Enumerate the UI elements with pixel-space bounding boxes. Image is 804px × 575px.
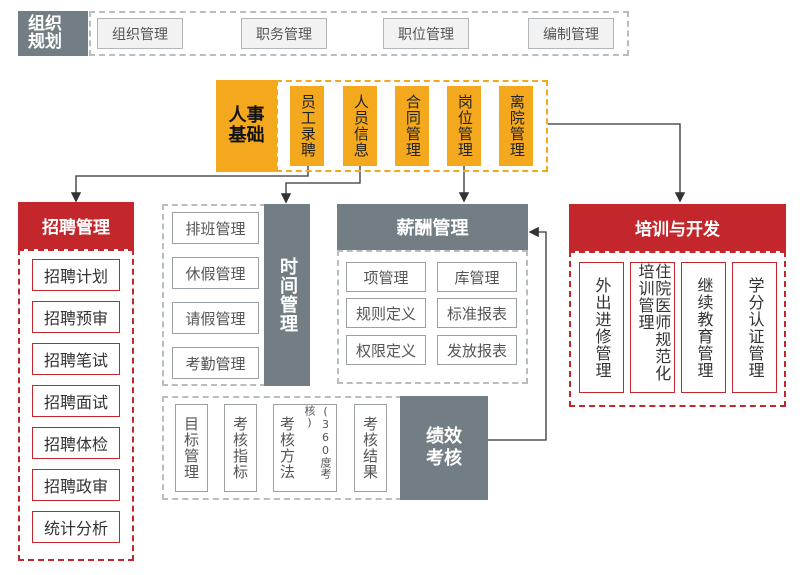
training-item-external-study[interactable]: 外出进修管理: [579, 262, 624, 393]
recruitment-item-statistics[interactable]: 统计分析: [32, 511, 120, 543]
recruitment-frame: [18, 249, 134, 561]
org-planning-frame: [89, 11, 629, 56]
training-item-credit-certification[interactable]: 学分认证管理: [732, 262, 777, 393]
performance-item-goal-management[interactable]: 目标管理: [175, 404, 208, 492]
hr-basics-label-text: 人事基础: [228, 105, 265, 146]
salary-item-payment-report[interactable]: 发放报表: [437, 335, 517, 365]
hr-item-departure-management[interactable]: 离院管理: [499, 86, 533, 166]
recruitment-title: 招聘管理: [18, 202, 134, 249]
performance-label-text: 绩效考核: [426, 426, 462, 469]
salary-item-rule-definition[interactable]: 规则定义: [346, 298, 426, 328]
hr-item-personnel-info[interactable]: 人员信息: [343, 86, 377, 166]
hr-item-contract-management[interactable]: 合同管理: [395, 86, 429, 166]
org-planning-label: 组织规划: [18, 11, 88, 56]
time-item-vacation[interactable]: 休假管理: [172, 257, 259, 289]
salary-frame: [337, 250, 528, 384]
training-title: 培训与开发: [569, 204, 786, 251]
org-item-duty-management[interactable]: 职务管理: [241, 18, 327, 49]
training-item-resident-training[interactable]: 住院医师规范化培训管理: [630, 262, 675, 393]
time-item-leave[interactable]: 请假管理: [172, 302, 259, 334]
recruitment-item-written-test[interactable]: 招聘笔试: [32, 343, 120, 375]
org-item-staffing-management[interactable]: 编制管理: [528, 18, 614, 49]
training-item-continuing-education[interactable]: 继续教育管理: [681, 262, 726, 393]
hr-basics-label: 人事基础: [216, 80, 277, 172]
org-item-position-management[interactable]: 职位管理: [383, 18, 469, 49]
performance-method-text: 考核方法: [278, 416, 296, 480]
time-item-attendance[interactable]: 考勤管理: [172, 347, 259, 379]
org-planning-label-text: 组织规划: [28, 13, 62, 52]
recruitment-item-political-review[interactable]: 招聘政审: [32, 469, 120, 501]
org-item-org-management[interactable]: 组织管理: [97, 18, 183, 49]
performance-label: 绩效考核: [400, 396, 488, 500]
hr-item-post-management[interactable]: 岗位管理: [447, 86, 481, 166]
arrow-performance-to-salary: [488, 226, 547, 441]
recruitment-item-medical-exam[interactable]: 招聘体检: [32, 427, 120, 459]
hr-basics-frame: [276, 80, 548, 172]
salary-item-item-management[interactable]: 项管理: [346, 262, 426, 292]
recruitment-item-prereview[interactable]: 招聘预审: [32, 301, 120, 333]
time-label: 时间管理: [264, 204, 310, 386]
salary-item-standard-report[interactable]: 标准报表: [437, 298, 517, 328]
training-frame: [569, 251, 786, 407]
salary-title: 薪酬管理: [337, 204, 528, 250]
performance-item-assessment-indicators[interactable]: 考核指标: [224, 404, 257, 492]
salary-item-permission-definition[interactable]: 权限定义: [346, 335, 426, 365]
recruitment-item-interview[interactable]: 招聘面试: [32, 385, 120, 417]
arrow-to-training: [548, 123, 686, 203]
performance-method-note: (360度考核): [303, 405, 332, 479]
performance-item-assessment-method[interactable]: 考核方法 (360度考核): [273, 404, 337, 492]
recruitment-item-plan[interactable]: 招聘计划: [32, 259, 120, 291]
arrow-to-time: [280, 166, 361, 204]
hr-item-employee-hiring[interactable]: 员工录聘: [290, 86, 324, 166]
performance-item-assessment-result[interactable]: 考核结果: [354, 404, 387, 492]
time-item-scheduling[interactable]: 排班管理: [172, 212, 259, 244]
salary-item-library-management[interactable]: 库管理: [437, 262, 517, 292]
